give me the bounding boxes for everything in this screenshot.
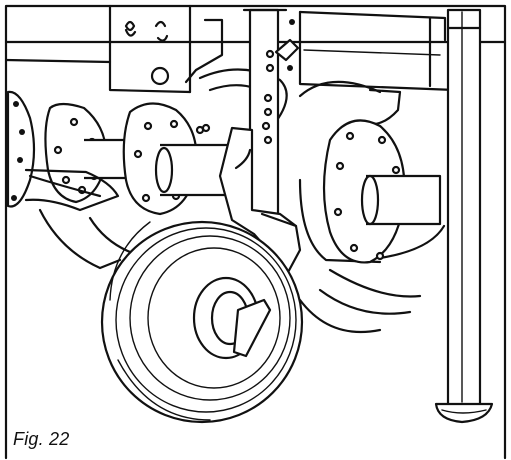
rotor-left [6,90,242,216]
figure-border [4,4,507,460]
fork-arm-front [232,298,272,358]
rotor-right [322,119,442,264]
adjustment-column [242,8,300,222]
support-leg [434,8,494,424]
depth-wheel [100,220,304,424]
main-frame-beam [4,4,507,94]
figure-caption: Fig. 22 [13,429,70,449]
